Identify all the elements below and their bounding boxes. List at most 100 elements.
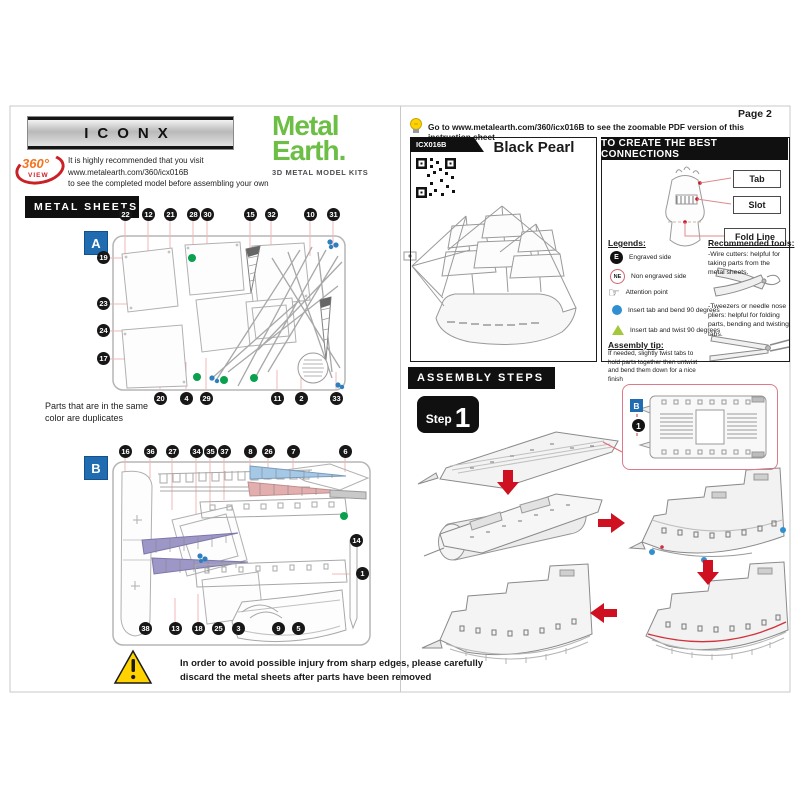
engraved-side-icon: E: [610, 251, 623, 264]
part-number: 26: [262, 445, 275, 458]
part-number: 12: [142, 208, 155, 221]
attention-point-icon: ☞: [608, 285, 620, 300]
part-number: 25: [212, 622, 225, 635]
fold-line-label: Fold Line: [724, 228, 786, 246]
bend-90-icon: [612, 305, 622, 315]
part-number: 29: [200, 392, 213, 405]
step1-hull-sides-up: [628, 467, 786, 563]
legend-item: E Engraved side: [610, 251, 671, 264]
part-number: 31: [327, 208, 340, 221]
part-number: 6: [339, 445, 352, 458]
metal-earth-logo: Metal Earth. 3D METAL MODEL KITS: [272, 110, 369, 178]
pliers-illustration: [709, 335, 790, 362]
part-number: 17: [97, 352, 110, 365]
step-number: 1: [454, 402, 471, 434]
product-sku: ICX016B: [410, 137, 484, 152]
assembly-flow-arrows: [497, 470, 719, 623]
connections-figure: [665, 166, 732, 247]
step1-callout-deck-topview: [636, 395, 767, 459]
page-frame: [9, 105, 791, 693]
part-number: 4: [180, 392, 193, 405]
part-number: 23: [97, 297, 110, 310]
part-number: 35: [204, 445, 217, 458]
part-number: 14: [350, 534, 363, 547]
part-number: 9: [272, 622, 285, 635]
part-number: 16: [119, 445, 132, 458]
legend-item: NE Non engraved side: [610, 269, 686, 284]
step1-hull-fold-line: [645, 561, 789, 660]
wire-cutters-illustration: [713, 267, 781, 297]
callout-part-number: 1: [632, 419, 645, 432]
part-number: 5: [292, 622, 305, 635]
part-number: 19: [97, 251, 110, 264]
connections-title: TO CREATE THE BEST CONNECTIONS: [601, 137, 788, 160]
arrow-down-1: [497, 470, 519, 495]
sheet-b-badge: B: [84, 456, 108, 480]
part-number: 36: [144, 445, 157, 458]
legend-item: Insert tab and twist 90 degrees: [610, 325, 720, 335]
tab-label: Tab: [733, 170, 781, 188]
step1-hull-rolling: [423, 493, 603, 561]
ship-illustration: [403, 205, 577, 345]
part-number: 22: [119, 208, 132, 221]
360-view-word: VIEW: [28, 172, 49, 179]
assembly-steps-header: ASSEMBLY STEPS: [408, 367, 555, 389]
arrow-down-2: [697, 560, 719, 585]
green-duplicate-dot-b: [340, 512, 348, 520]
product-box: [410, 137, 597, 362]
metal-sheet-a-art: [110, 221, 346, 391]
legend-item: ☞ Attention point: [608, 286, 668, 299]
part-number: 37: [218, 445, 231, 458]
part-number: 10: [304, 208, 317, 221]
part-number: 7: [287, 445, 300, 458]
step1-callout-box: [622, 384, 778, 470]
360-view-badge: 360° VIEW: [12, 149, 68, 190]
arrow-right: [598, 513, 625, 533]
twist-90-icon: [612, 325, 624, 335]
callout-sheet-badge: B: [630, 399, 643, 412]
legends-title: Legends:: [608, 238, 646, 248]
part-number: 21: [164, 208, 177, 221]
lightbulb-icon: [410, 118, 422, 133]
iconx-logo: ICONX: [28, 117, 233, 149]
part-number: 20: [154, 392, 167, 405]
page-number: Page 2: [738, 108, 772, 120]
part-number: 30: [201, 208, 214, 221]
metal-earth-logo-line2: Earth.: [272, 134, 346, 166]
part-number: 8: [244, 445, 257, 458]
metal-sheet-b-art: [112, 458, 371, 646]
recommendation-text: It is highly recommended that you visit …: [68, 156, 269, 189]
metal-earth-logo-line1: Metal: [272, 110, 340, 141]
arrow-left: [590, 603, 617, 623]
part-number: 34: [190, 445, 203, 458]
step1-deck-iso: [417, 431, 623, 489]
part-number: 24: [97, 324, 110, 337]
step1-hull-finished: [421, 563, 593, 664]
colored-cone-parts: [141, 465, 353, 575]
warning-triangle-icon: [113, 649, 153, 684]
legend-label: Engraved side: [629, 254, 672, 261]
iconx-logo-text: ICONX: [84, 124, 177, 142]
product-title: Black Pearl: [493, 139, 575, 156]
non-engraved-side-icon: NE: [610, 269, 625, 284]
part-number: 27: [166, 445, 179, 458]
part-number: 15: [244, 208, 257, 221]
part-number: 3: [232, 622, 245, 635]
part-number: 13: [169, 622, 182, 635]
pliers-text: -Tweezers or needle nose pliers: helpful…: [708, 303, 789, 338]
duplicates-note: Parts that are in the same color are dup…: [45, 401, 149, 424]
metal-earth-tagline: 3D METAL MODEL KITS: [272, 168, 369, 178]
part-number: 32: [265, 208, 278, 221]
part-number: 38: [139, 622, 152, 635]
tools-title: Recommended tools:: [708, 238, 795, 248]
assembly-tip-title: Assembly tip:: [608, 340, 664, 350]
legend-label: Insert tab and bend 90 degrees: [628, 306, 720, 314]
part-number: 11: [271, 392, 284, 405]
step-word: Step: [425, 412, 452, 426]
qr-code: [416, 158, 456, 198]
wire-cutters-text: -Wire cutters: helpful for taking parts …: [708, 251, 781, 277]
legend-label: Insert tab and twist 90 degrees: [630, 326, 721, 334]
blue-duplicate-parts-a: [209, 239, 345, 390]
legend-label: Non engraved side: [631, 273, 687, 280]
